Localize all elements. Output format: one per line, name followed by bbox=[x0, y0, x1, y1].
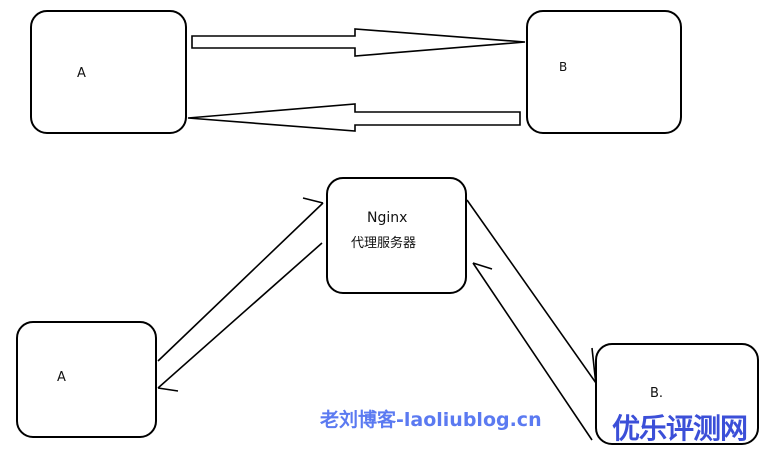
arrow-a-to-b bbox=[191, 28, 526, 57]
arrow-a-to-proxy bbox=[157, 202, 324, 362]
arrow-a-to-proxy-head bbox=[302, 197, 324, 204]
top-node-a-label: A bbox=[77, 66, 86, 81]
arrow-b-to-proxy-head bbox=[472, 262, 493, 270]
top-node-b-label: B bbox=[559, 60, 568, 74]
arrow-proxy-to-a-head bbox=[157, 387, 179, 392]
bottom-node-b-label: B. bbox=[650, 386, 664, 401]
arrow-b-to-proxy bbox=[472, 262, 593, 441]
proxy-box bbox=[326, 177, 467, 294]
bottom-box-b bbox=[595, 343, 759, 445]
arrow-b-to-a bbox=[187, 103, 521, 132]
top-box-a bbox=[30, 10, 187, 134]
arrow-proxy-to-a bbox=[157, 242, 323, 389]
arrow-proxy-to-b-head bbox=[591, 347, 597, 386]
proxy-title: Nginx bbox=[367, 210, 408, 226]
arrow-proxy-to-b bbox=[466, 199, 597, 384]
top-box-b bbox=[526, 10, 682, 134]
bottom-box-a bbox=[16, 321, 157, 438]
proxy-subtitle: 代理服务器 bbox=[351, 236, 417, 251]
bottom-node-a-label: A bbox=[57, 370, 66, 385]
watermark-blog: 老刘博客-laoliublog.cn bbox=[320, 409, 542, 431]
watermark-site: 优乐评测网 bbox=[612, 412, 748, 445]
